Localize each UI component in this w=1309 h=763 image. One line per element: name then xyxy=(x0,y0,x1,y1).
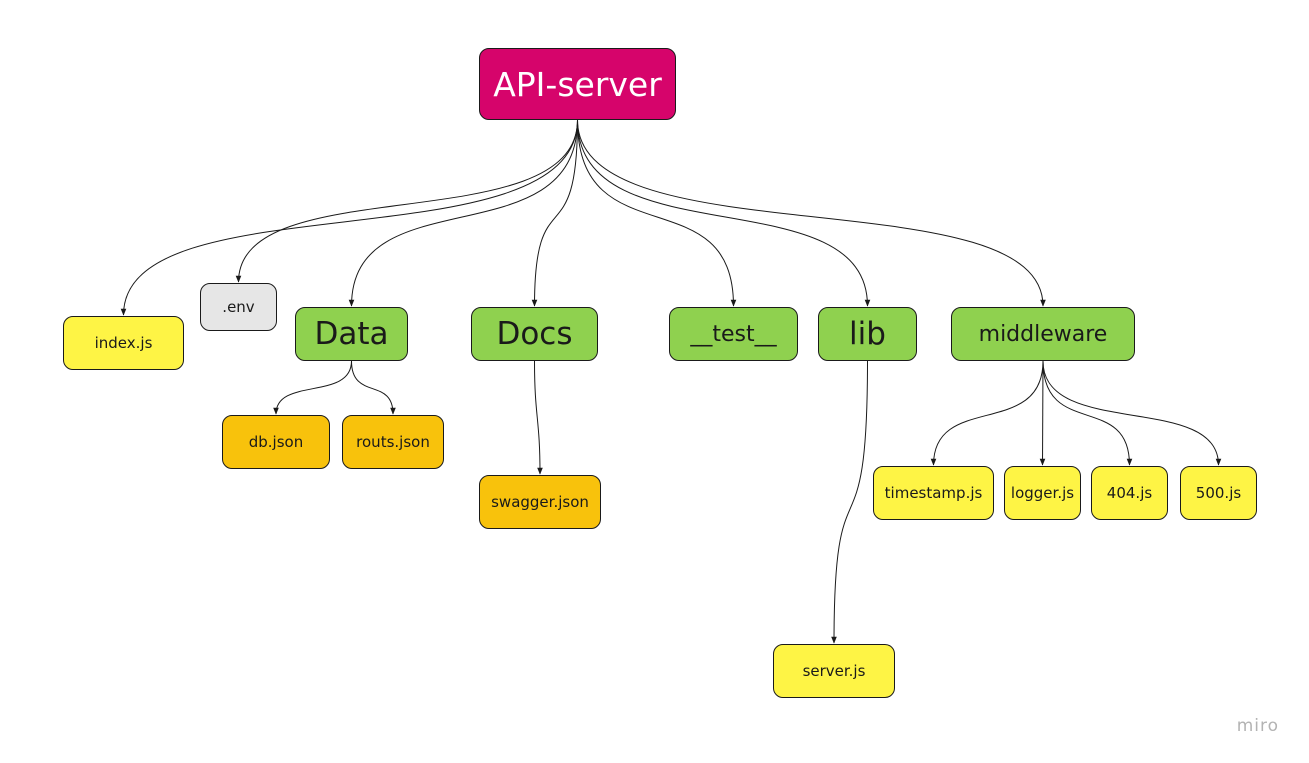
node-label: db.json xyxy=(248,433,304,451)
connector-root-to-data xyxy=(348,119,578,307)
node-label: middleware xyxy=(978,321,1108,347)
connector-middleware-to-logger xyxy=(1039,360,1046,466)
node-label: swagger.json xyxy=(491,493,589,511)
connector-root-to-test xyxy=(577,119,737,307)
node-swagger-json[interactable]: swagger.json xyxy=(479,475,601,529)
node-label: logger.js xyxy=(1010,484,1075,502)
node-middleware-folder[interactable]: middleware xyxy=(951,307,1135,361)
node-label: routs.json xyxy=(356,433,430,451)
node-label: Docs xyxy=(496,316,573,352)
node-env-file[interactable]: .env xyxy=(200,283,277,331)
connector-root-to-env xyxy=(235,119,578,283)
node-data-folder[interactable]: Data xyxy=(295,307,408,361)
node-label: timestamp.js xyxy=(884,484,983,502)
node-500-js[interactable]: 500.js xyxy=(1180,466,1257,520)
connector-group xyxy=(120,119,1222,644)
connector-root-to-middleware xyxy=(577,119,1046,307)
node-docs-folder[interactable]: Docs xyxy=(471,307,598,361)
connector-middleware-to-timestamp xyxy=(930,360,1044,466)
node-label: API-server xyxy=(493,64,662,104)
connector-lib-to-server xyxy=(831,360,868,644)
connector-root-to-docs xyxy=(531,119,578,307)
node-timestamp-js[interactable]: timestamp.js xyxy=(873,466,994,520)
connector-root-to-lib xyxy=(577,119,871,307)
node-api-server[interactable]: API-server xyxy=(479,48,676,120)
connector-root-to-index xyxy=(120,119,578,316)
connector-data-to-routs xyxy=(351,360,396,415)
node-404-js[interactable]: 404.js xyxy=(1091,466,1168,520)
node-label: index.js xyxy=(94,334,153,352)
node-lib-folder[interactable]: lib xyxy=(818,307,917,361)
connector-middleware-to-notfound xyxy=(1042,360,1133,466)
node-label: 500.js xyxy=(1195,484,1242,502)
node-label: Data xyxy=(314,316,389,352)
connector-data-to-db xyxy=(273,360,352,415)
miro-watermark: miro xyxy=(1236,716,1279,736)
node-label: .env xyxy=(222,298,255,316)
node-test-folder[interactable]: __test__ xyxy=(669,307,798,361)
node-label: __test__ xyxy=(690,321,777,347)
node-server-js[interactable]: server.js xyxy=(773,644,895,698)
connector-middleware-to-servererr xyxy=(1042,360,1222,466)
connector-docs-to-swagger xyxy=(534,360,543,475)
node-logger-js[interactable]: logger.js xyxy=(1004,466,1081,520)
node-label: lib xyxy=(849,316,886,352)
node-routs-json[interactable]: routs.json xyxy=(342,415,444,469)
node-index-js[interactable]: index.js xyxy=(63,316,184,370)
node-label: server.js xyxy=(802,662,866,680)
node-label: 404.js xyxy=(1106,484,1153,502)
node-db-json[interactable]: db.json xyxy=(222,415,330,469)
